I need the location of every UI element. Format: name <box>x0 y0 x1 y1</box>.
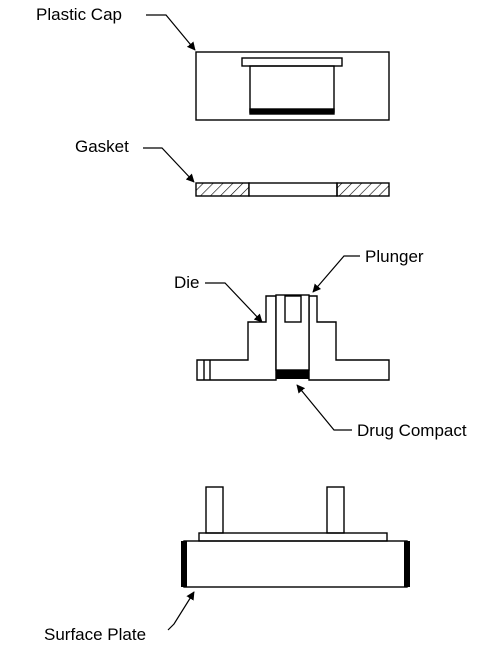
gasket-leader <box>143 147 195 183</box>
die-label: Die <box>174 273 200 292</box>
plunger-leader <box>312 255 360 293</box>
die-part <box>196 295 390 381</box>
drug-compact-label: Drug Compact <box>357 421 467 440</box>
gasket-label: Gasket <box>75 137 129 156</box>
surface-plate-leader <box>167 591 195 631</box>
surface-plate-label: Surface Plate <box>44 625 146 644</box>
plastic-cap-part <box>195 51 390 121</box>
die-leader <box>205 282 263 323</box>
plastic-cap-label: Plastic Cap <box>36 5 122 24</box>
drug-compact-part <box>276 370 309 379</box>
gasket-part <box>195 182 390 197</box>
plunger-label: Plunger <box>365 247 424 266</box>
surface-plate-part <box>181 486 410 588</box>
plunger-part <box>275 294 310 371</box>
drug-compact-leader <box>296 384 352 431</box>
plastic-cap-leader <box>146 14 196 51</box>
